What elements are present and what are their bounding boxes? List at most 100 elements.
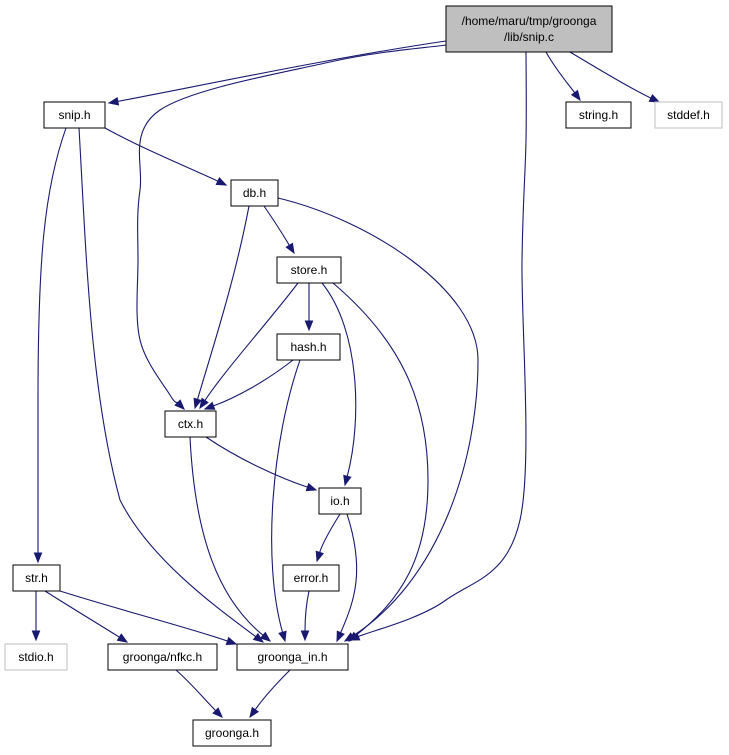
edge-snip-h-to-str-h: [33, 127, 67, 564]
arrowhead: [305, 482, 318, 492]
node-label: /home/maru/tmp/groonga: [462, 14, 597, 28]
arrowhead: [285, 242, 295, 255]
node-io-h[interactable]: io.h: [318, 487, 362, 515]
edge-snip-c-to-ctx-h: [136, 44, 447, 410]
node-box: [276, 333, 341, 361]
edge-line: [254, 669, 291, 710]
arrowhead: [304, 320, 314, 332]
node-label: store.h: [291, 263, 328, 277]
node-store-h[interactable]: store.h: [276, 256, 342, 284]
node-nfkc-h[interactable]: groonga/nfkc.h: [107, 643, 218, 671]
node-label: groonga.h: [205, 726, 259, 740]
node-ctx-h[interactable]: ctx.h: [164, 410, 217, 438]
node-box: [230, 179, 279, 207]
edge-nfkc-h-to-groonga-h: [175, 669, 223, 718]
arrowhead: [648, 93, 661, 103]
arrowhead: [193, 397, 202, 410]
edge-store-h-to-io-h: [321, 282, 357, 487]
arrowhead: [278, 630, 287, 643]
node-label: /lib/snip.c: [504, 30, 554, 44]
edge-line: [304, 590, 310, 632]
arrowhead: [347, 631, 360, 642]
edge-line: [136, 44, 447, 404]
edge-db-h-to-store-h: [263, 205, 295, 255]
edge-line: [37, 127, 67, 553]
node-box: [12, 564, 61, 592]
node-label: error.h: [294, 571, 329, 585]
arrowhead: [249, 706, 260, 719]
node-label: ctx.h: [178, 417, 203, 431]
arrowhead: [199, 397, 209, 410]
edge-line: [175, 669, 217, 712]
nodes-layer: /home/maru/tmp/groonga/lib/snip.c snip.h s…: [4, 5, 723, 747]
edge-line: [321, 282, 357, 477]
node-label: string.h: [579, 108, 618, 122]
node-groonga-h[interactable]: groonga.h: [192, 719, 272, 747]
node-db-h[interactable]: db.h: [230, 179, 279, 207]
arrowhead: [212, 707, 223, 718]
edge-line: [271, 359, 301, 633]
node-label: groonga_in.h: [257, 650, 327, 664]
node-box: [43, 101, 106, 129]
arrowhead: [225, 636, 238, 645]
edge-store-h-to-groonga-in-h: [332, 282, 429, 642]
arrowhead: [300, 630, 310, 642]
arrowhead: [33, 552, 43, 564]
node-box: [654, 101, 723, 129]
node-label: str.h: [25, 571, 48, 585]
edge-line: [204, 282, 299, 401]
node-snip-h[interactable]: snip.h: [43, 101, 106, 129]
edge-str-h-to-nfkc-h: [44, 590, 129, 643]
node-hash-h[interactable]: hash.h: [276, 333, 341, 361]
node-box: [445, 5, 613, 53]
edge-snip-c-to-snip-h: [107, 40, 447, 106]
edge-line: [569, 51, 652, 99]
node-box: [192, 719, 272, 747]
edge-line: [78, 127, 257, 638]
edge-line: [358, 51, 527, 638]
node-stddef-h[interactable]: stddef.h: [654, 101, 723, 129]
edge-line: [104, 127, 219, 182]
edge-snip-c-to-string-h: [545, 51, 581, 102]
node-box: [282, 564, 340, 592]
edge-store-h-to-hash-h: [304, 283, 314, 332]
edge-hash-h-to-groonga-in-h: [271, 359, 301, 643]
node-snip-c[interactable]: /home/maru/tmp/groonga/lib/snip.c: [445, 5, 613, 53]
arrowhead: [315, 550, 324, 563]
edge-line: [340, 513, 358, 633]
arrowhead: [336, 630, 345, 643]
node-label: db.h: [243, 186, 266, 200]
node-box: [107, 643, 218, 671]
node-box: [276, 256, 342, 284]
node-error-h[interactable]: error.h: [282, 564, 340, 592]
edge-line: [189, 436, 264, 636]
node-label: snip.h: [58, 108, 90, 122]
arrowhead: [259, 631, 272, 642]
arrowhead: [215, 177, 228, 186]
edge-line: [205, 436, 308, 488]
edge-snip-h-to-db-h: [104, 127, 228, 186]
edge-line: [332, 282, 429, 636]
node-label: io.h: [330, 494, 349, 508]
edge-groonga-in-h-to-groonga-h: [249, 669, 291, 719]
node-box: [565, 101, 632, 129]
node-box: [236, 643, 349, 671]
node-stdio-h[interactable]: stdio.h: [4, 643, 68, 671]
edge-hash-h-to-ctx-h: [203, 359, 294, 410]
edge-line: [59, 590, 228, 642]
node-label: groonga/nfkc.h: [123, 650, 202, 664]
edge-line: [44, 590, 120, 638]
node-label: stdio.h: [18, 650, 53, 664]
edge-line: [197, 205, 250, 400]
edge-snip-c-to-stddef-h: [569, 51, 661, 103]
arrowhead: [116, 633, 129, 643]
node-string-h[interactable]: string.h: [565, 101, 632, 129]
edge-ctx-h-to-io-h: [205, 436, 318, 492]
edge-line: [277, 197, 479, 637]
edge-io-h-to-error-h: [315, 513, 341, 563]
edge-str-h-to-stdio-h: [31, 591, 41, 642]
node-groonga-in-h[interactable]: groonga_in.h: [236, 643, 349, 671]
edge-line: [213, 359, 294, 407]
node-str-h[interactable]: str.h: [12, 564, 61, 592]
